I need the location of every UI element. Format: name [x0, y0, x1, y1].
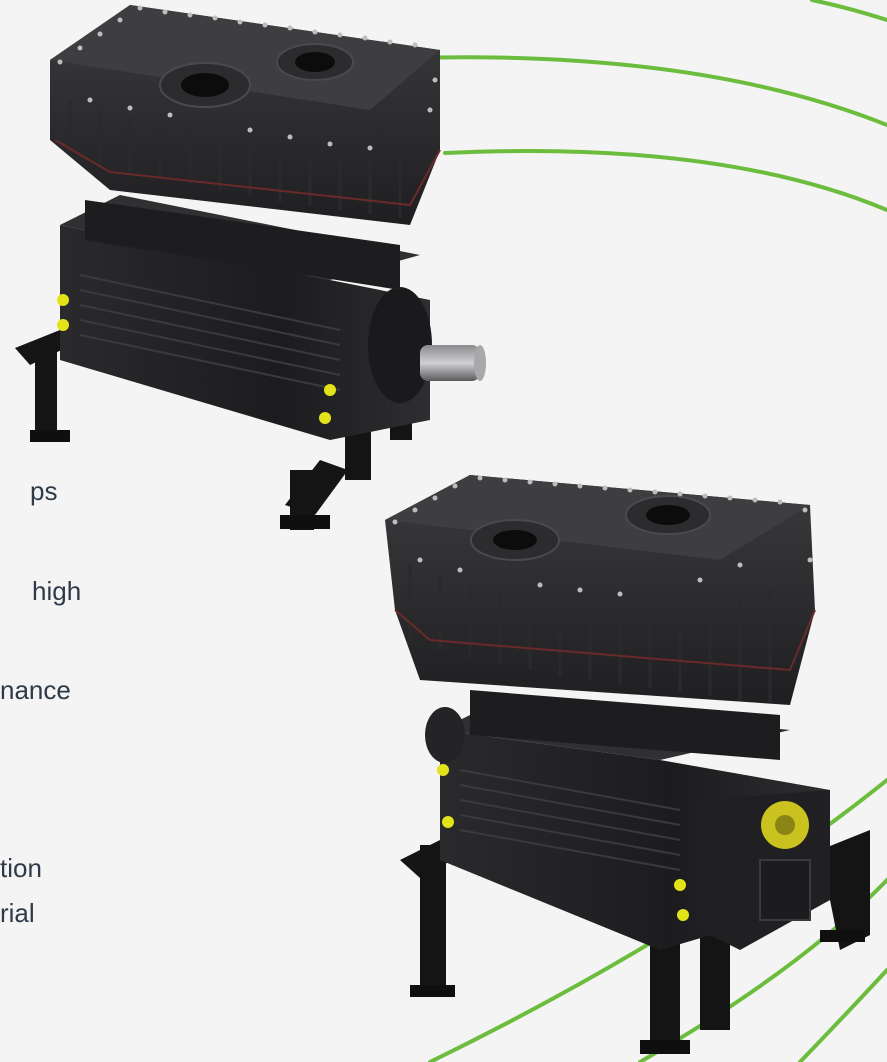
- text-fragment-3: nance: [0, 675, 71, 705]
- pump-unit-bottom-image: [385, 475, 870, 1054]
- pump-unit-top-image: [15, 5, 486, 530]
- text-fragment-1: ps: [30, 476, 58, 506]
- arc-top-2: [408, 55, 887, 127]
- arc-bottom-3: [798, 968, 887, 1062]
- arc-top-1: [810, 0, 887, 22]
- text-fragment-2: high: [32, 576, 82, 606]
- text-fragment-4: tion: [0, 853, 42, 883]
- arc-top-3: [443, 148, 887, 212]
- text-fragment-5: rial: [0, 898, 35, 928]
